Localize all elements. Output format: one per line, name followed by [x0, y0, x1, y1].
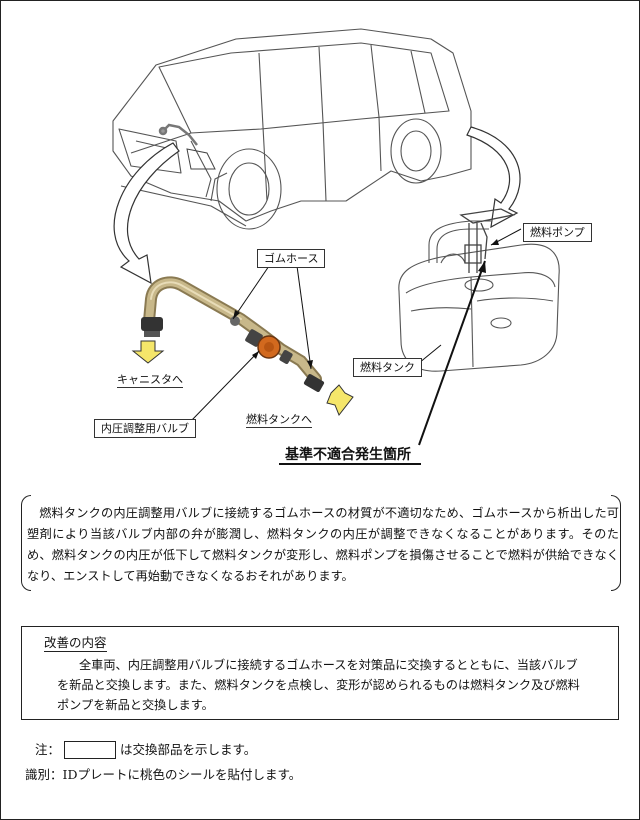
- hose-valve-assembly: [141, 276, 325, 392]
- improvement-box: 改善の内容 全車両、内圧調整用バルブに接続するゴムホースを対策品に交換するととも…: [21, 626, 619, 720]
- replacement-part-legend-box: [64, 740, 117, 759]
- defect-description-box: 燃料タンクの内圧調整用バルブに接続するゴムホースの材質が不適切なため、ゴムホース…: [21, 495, 621, 591]
- defect-underline: [279, 463, 421, 465]
- label-to-canister: キャニスタへ: [117, 373, 183, 388]
- label-to-fuel-tank: 燃料タンクへ: [246, 413, 312, 428]
- label-fuel-pump: 燃料ポンプ: [523, 223, 592, 242]
- recall-illustration: [112, 28, 560, 446]
- label-pressure-valve: 内圧調整用バルブ: [94, 419, 196, 438]
- identification-note: 識別：IDプレートに桃色のシールを貼付します。: [25, 767, 302, 782]
- fuel-tank-drawing: [398, 220, 560, 372]
- suv-vehicle-drawing: [112, 28, 472, 230]
- improvement-text: 全車両、内圧調整用バルブに接続するゴムホースを対策品に交換するとともに、当該バル…: [57, 658, 580, 712]
- curved-arrow-to-hose: [113, 142, 180, 285]
- label-fuel-tank: 燃料タンク: [353, 358, 422, 377]
- fuel-pump-drawing: [459, 208, 515, 273]
- defect-description-text: 燃料タンクの内圧調整用バルブに接続するゴムホースの材質が不適切なため、ゴムホース…: [27, 506, 619, 583]
- improvement-title: 改善の内容: [44, 635, 107, 652]
- arrow-to-canister: [131, 340, 165, 364]
- note-prefix: 注：: [35, 741, 61, 757]
- curved-arrow-to-tank: [466, 126, 521, 229]
- note-suffix: は交換部品を示します。: [120, 741, 257, 757]
- note-row: 注： は交換部品を示します。: [35, 739, 256, 759]
- label-defect-location: 基準不適合発生箇所: [285, 447, 411, 463]
- vehicle-hose-location: [158, 123, 198, 146]
- label-rubber-hose: ゴムホース: [257, 249, 326, 268]
- leader-lines: [190, 265, 312, 422]
- arrow-to-fuel-tank: [326, 384, 354, 416]
